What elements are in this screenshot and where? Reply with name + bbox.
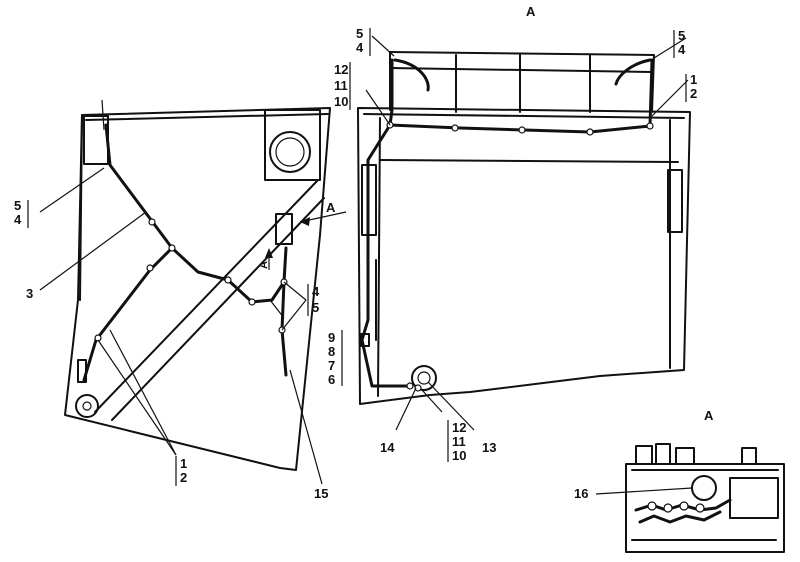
callout-left-5: 5 — [14, 198, 21, 213]
callout-mid-10: 10 — [334, 94, 348, 109]
callout-right-1: 1 — [690, 72, 697, 87]
callout-left-3: 3 — [26, 286, 33, 301]
duct-housing — [264, 109, 321, 181]
callout-left-2: 2 — [180, 470, 187, 485]
callout-mid-7: 7 — [328, 358, 335, 373]
callout-mid-4: 4 — [356, 40, 364, 55]
callout-mid-10b: 10 — [452, 448, 466, 463]
arrow-label: А — [326, 200, 336, 215]
left-panel — [39, 99, 347, 485]
callout-mid-9: 9 — [328, 330, 335, 345]
view-label-top: А — [526, 4, 536, 19]
callout-mid-8: 8 — [328, 344, 335, 359]
callout-left-4b: 4 — [312, 284, 320, 299]
callout-mid-14: 14 — [380, 440, 395, 455]
callout-mid-6: 6 — [328, 372, 335, 387]
harness-loop-right — [614, 58, 652, 86]
callout-mid-12: 12 — [334, 62, 348, 77]
duct-tube — [269, 131, 311, 173]
callout-mid-11: 11 — [334, 78, 348, 93]
left-post-bracket — [83, 115, 109, 165]
callout-right-2: 2 — [690, 86, 697, 101]
callout-mid-13: 13 — [482, 440, 496, 455]
view-label-inset: А — [704, 408, 714, 423]
callout-right-4: 4 — [678, 42, 686, 57]
harness-main — [104, 123, 288, 304]
harness-lower — [82, 246, 174, 382]
callout-left-4: 4 — [14, 212, 22, 227]
relay-box — [275, 213, 293, 245]
harness-loop-left — [393, 58, 430, 92]
inset-view — [595, 443, 785, 553]
callout-inset-16: 16 — [574, 486, 588, 501]
callout-left-15: 15 — [314, 486, 328, 501]
roller — [75, 394, 99, 418]
callout-mid-11b: 11 — [452, 434, 466, 449]
inset-connector — [691, 475, 717, 501]
harness-middle-side — [360, 58, 412, 388]
callout-left-5b: 5 — [312, 300, 319, 315]
callout-mid-5: 5 — [356, 26, 363, 41]
callout-left-1: 1 — [180, 456, 187, 471]
callout-right-5: 5 — [678, 28, 685, 43]
drain-fitting — [411, 365, 437, 391]
middle-panel — [357, 35, 691, 431]
callout-mid-12b: 12 — [452, 420, 466, 435]
arrow-label-vertical: А — [258, 261, 270, 269]
inset-relay — [729, 477, 779, 519]
